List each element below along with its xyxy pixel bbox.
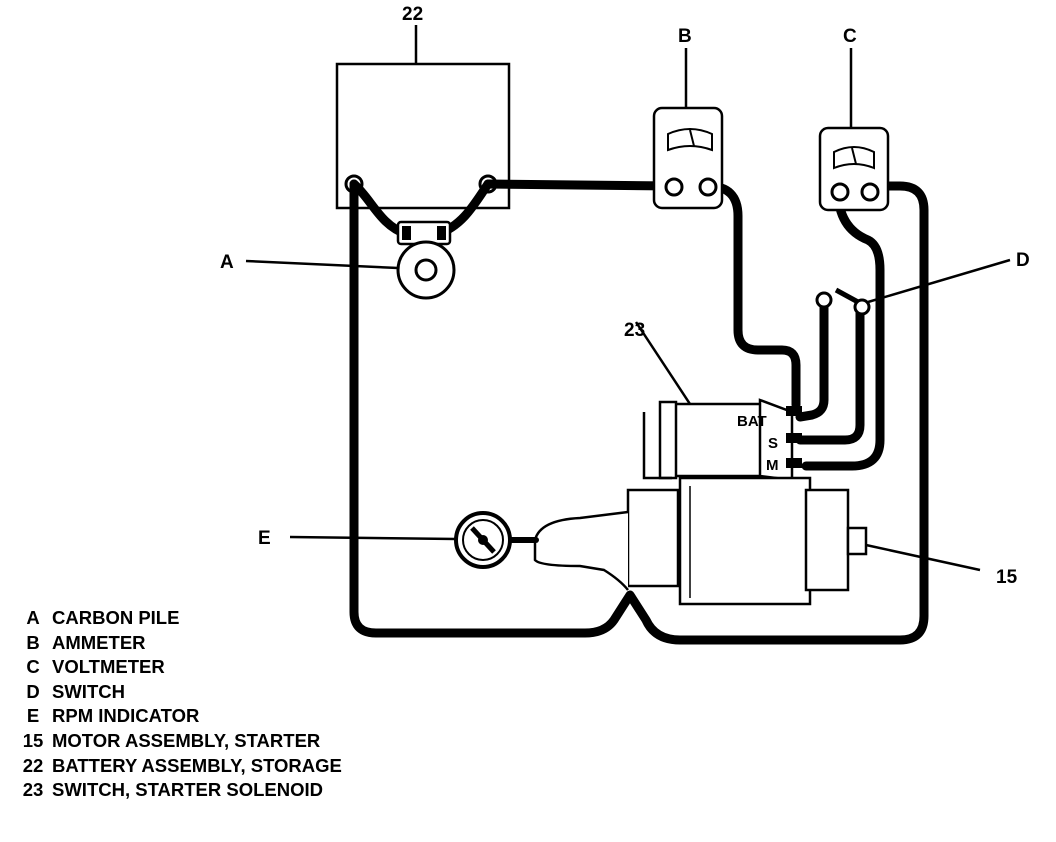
starter-motor	[533, 412, 981, 606]
legend-item: 15 MOTOR ASSEMBLY, STARTER	[14, 729, 342, 754]
legend-label: RPM INDICATOR	[52, 705, 200, 727]
legend-label: SWITCH	[52, 680, 125, 702]
legend-label: VOLTMETER	[52, 656, 165, 678]
callout-A: A	[220, 252, 234, 273]
test-wiring	[349, 179, 929, 645]
legend-item: 22 BATTERY ASSEMBLY, STORAGE	[14, 754, 342, 779]
legend-key: B	[26, 631, 40, 653]
legend-label: AMMETER	[52, 631, 146, 653]
legend-key: A	[26, 607, 40, 628]
legend-key: 22	[22, 754, 44, 776]
callout-23: 23	[624, 320, 645, 341]
callout-15: 15	[996, 567, 1018, 588]
callout-D: D	[1016, 250, 1030, 271]
callout-E: E	[258, 528, 271, 549]
callout-22: 22	[402, 4, 423, 25]
terminal-s: S	[768, 435, 778, 452]
rpm-indicator	[289, 511, 539, 569]
legend-key: 15	[22, 729, 44, 751]
terminal-bat: BAT	[737, 413, 767, 430]
callout-C: C	[843, 26, 857, 47]
legend-label: MOTOR ASSEMBLY, STARTER	[52, 729, 321, 751]
test-switch	[815, 258, 1011, 316]
legend-key: 23	[22, 779, 44, 801]
voltmeter	[818, 48, 890, 212]
battery-assembly	[335, 25, 511, 210]
legend-key: E	[26, 705, 40, 727]
terminal-m: M	[766, 457, 779, 474]
legend-item: A CARBON PILE	[14, 606, 342, 631]
ammeter	[652, 48, 724, 210]
starter-solenoid	[634, 321, 802, 482]
legend-item: C VOLTMETER	[14, 655, 342, 680]
legend-key: D	[26, 680, 40, 702]
callout-B: B	[678, 26, 692, 47]
legend-item: 23 SWITCH, STARTER SOLENOID	[14, 778, 342, 803]
legend-item: E RPM INDICATOR	[14, 704, 342, 729]
legend-label: CARBON PILE	[52, 607, 180, 628]
legend-item: D SWITCH	[14, 680, 342, 705]
legend-label: SWITCH, STARTER SOLENOID	[52, 779, 323, 801]
legend-label: BATTERY ASSEMBLY, STORAGE	[52, 754, 342, 776]
carbon-pile	[245, 179, 493, 300]
legend-item: B AMMETER	[14, 631, 342, 656]
legend-key: C	[26, 656, 40, 678]
legend: A CARBON PILE B AMMETER C VOLTMETER D SWITCH…	[14, 606, 342, 803]
